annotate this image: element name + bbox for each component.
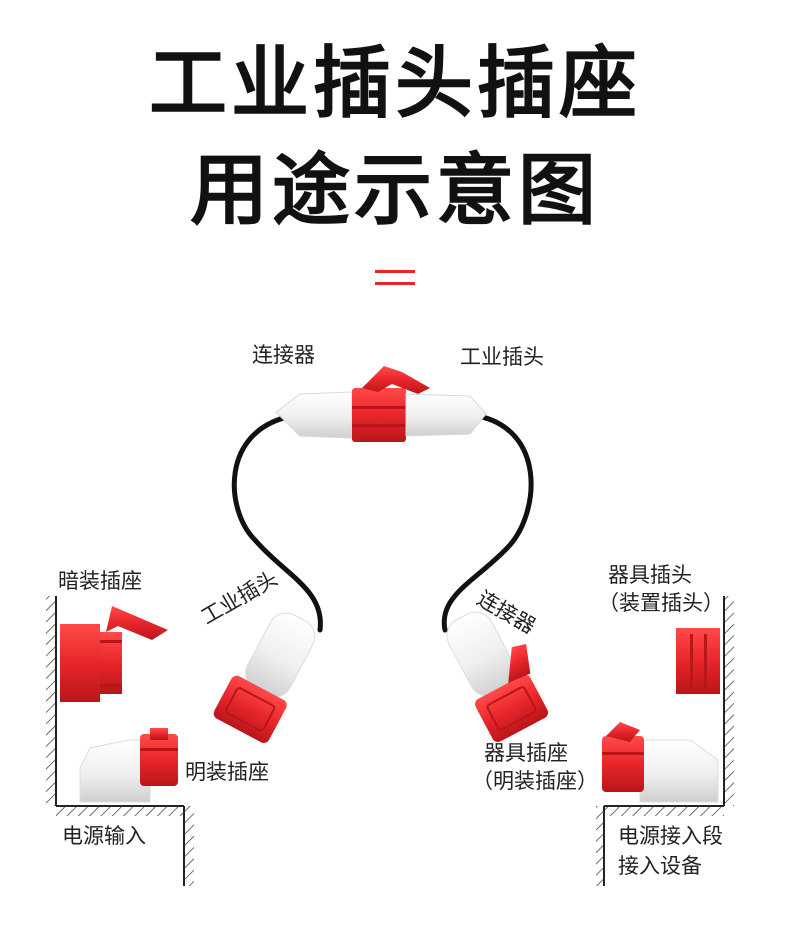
cable-left xyxy=(231,413,323,633)
left-wall xyxy=(46,596,194,886)
right-connector xyxy=(446,611,549,743)
cable-right xyxy=(441,413,534,633)
left-industrial-plug xyxy=(213,612,316,743)
label-top-connector: 连接器 xyxy=(252,343,315,367)
surface-socket xyxy=(79,728,178,803)
label-appliance-plug: 器具插头 xyxy=(608,563,692,587)
top-extension-connector xyxy=(275,366,487,442)
label-surface-socket: 明装插座 xyxy=(185,760,269,784)
concealed-socket xyxy=(60,606,168,702)
label-appliance-socket: 器具插座 xyxy=(484,741,568,765)
appliance-plug xyxy=(676,628,720,694)
title-accent-bar-bottom xyxy=(375,282,415,285)
label-top-plug: 工业插头 xyxy=(460,345,544,369)
page-title: 工业插头插座 xyxy=(148,39,641,129)
title-accent-bar-top xyxy=(375,270,415,273)
page-subtitle: 用途示意图 xyxy=(189,146,600,236)
right-wall xyxy=(596,596,734,886)
appliance-socket xyxy=(602,722,719,803)
label-power-output-line1: 电源接入段 xyxy=(618,824,723,848)
label-power-input: 电源输入 xyxy=(62,824,146,848)
label-concealed-socket: 暗装插座 xyxy=(58,569,142,593)
label-appliance-socket-note: （明装插座） xyxy=(472,769,598,793)
label-appliance-plug-note: （装置插头） xyxy=(598,591,724,615)
label-power-output-line2: 接入设备 xyxy=(618,854,702,878)
